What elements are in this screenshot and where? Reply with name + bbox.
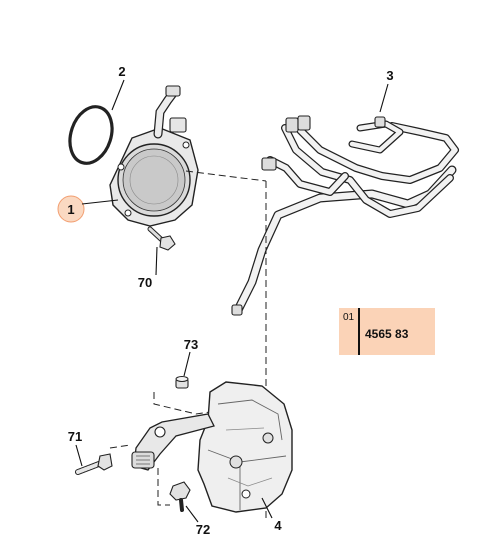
callout-70: 70 [138, 275, 152, 290]
vacuum-pump-part[interactable] [109, 85, 199, 227]
part-reference-number[interactable]: 4565 83 [365, 327, 409, 341]
bolt-70-part[interactable] [147, 226, 176, 251]
bolt-73-part[interactable] [175, 376, 189, 389]
bolt-72-part[interactable] [169, 481, 191, 512]
vacuum-hose-part[interactable] [231, 115, 459, 316]
callout-72: 72 [196, 522, 210, 537]
part-reference-position: 01 [343, 312, 355, 323]
callout-4: 4 [274, 518, 282, 533]
callout-2: 2 [118, 64, 125, 79]
o-ring-part[interactable] [63, 101, 119, 169]
callout-1: 1 [67, 202, 74, 217]
vacuum-reservoir-part[interactable] [131, 381, 293, 513]
callout-71: 71 [68, 429, 82, 444]
callout-3: 3 [386, 68, 393, 83]
stud-71-part[interactable] [75, 453, 113, 475]
part-reference-divider [358, 308, 360, 355]
leader-lines [75, 79, 389, 523]
callout-1-highlight-ring [57, 195, 85, 223]
part-reference-box [339, 308, 435, 355]
assembly-lines [109, 170, 267, 520]
callout-1-highlight [58, 196, 84, 222]
callout-73: 73 [184, 337, 198, 352]
